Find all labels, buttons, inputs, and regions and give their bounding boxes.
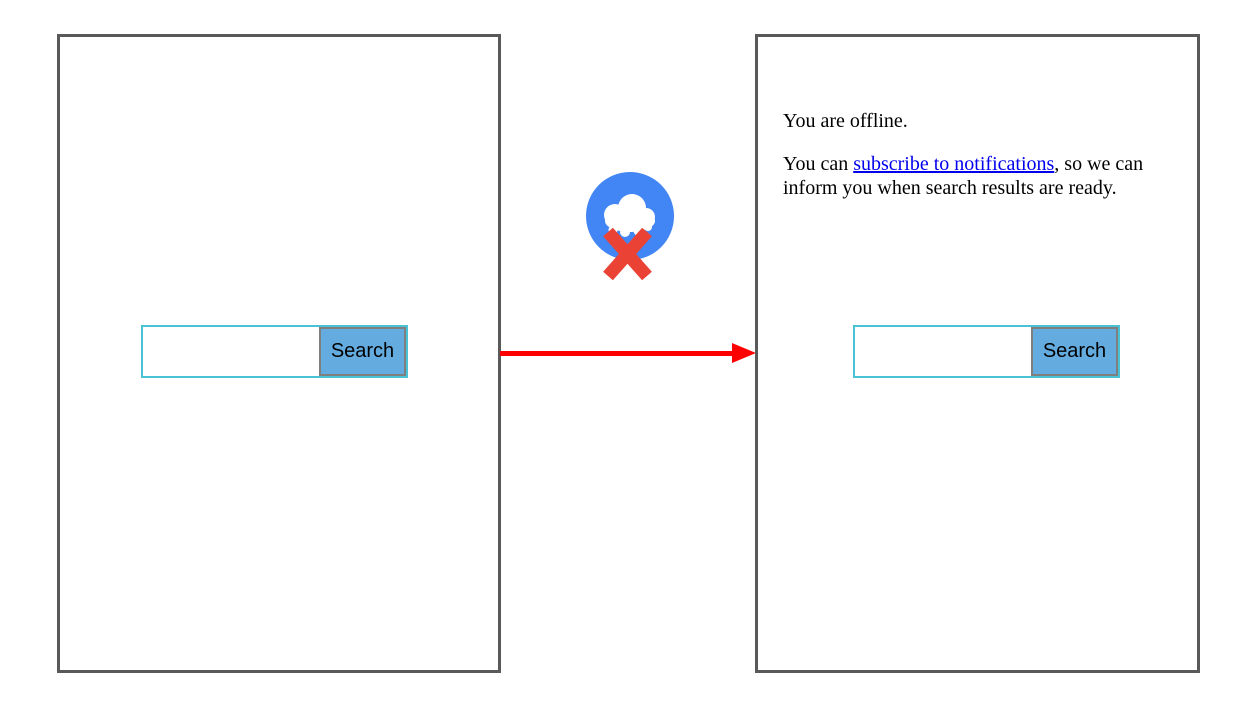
red-x-icon [603, 227, 652, 281]
offline-message-block: You are offline. You can subscribe to no… [783, 109, 1187, 219]
notification-suffix-line1: , so we can [1054, 153, 1144, 175]
search-form-right: Search [853, 325, 1120, 378]
browser-frame-online: Search [57, 34, 501, 673]
search-form-left: Search [141, 325, 408, 378]
search-button[interactable]: Search [1031, 327, 1118, 376]
notification-message: You can subscribe to notifications, so w… [783, 152, 1187, 200]
search-button[interactable]: Search [319, 327, 406, 376]
offline-message: You are offline. [783, 110, 908, 132]
subscribe-link[interactable]: subscribe to notifications [853, 153, 1055, 175]
notification-prefix: You can [783, 153, 854, 175]
browser-frame-offline: You are offline. You can subscribe to no… [755, 34, 1200, 673]
search-input[interactable] [855, 327, 1031, 376]
search-input[interactable] [143, 327, 319, 376]
notification-suffix-line2: inform you when search results are ready… [783, 177, 1117, 199]
cloud-offline-icon [586, 172, 674, 281]
flow-arrow-line [500, 351, 734, 356]
flow-arrow-head [732, 343, 756, 363]
cloud-icon [604, 194, 655, 237]
